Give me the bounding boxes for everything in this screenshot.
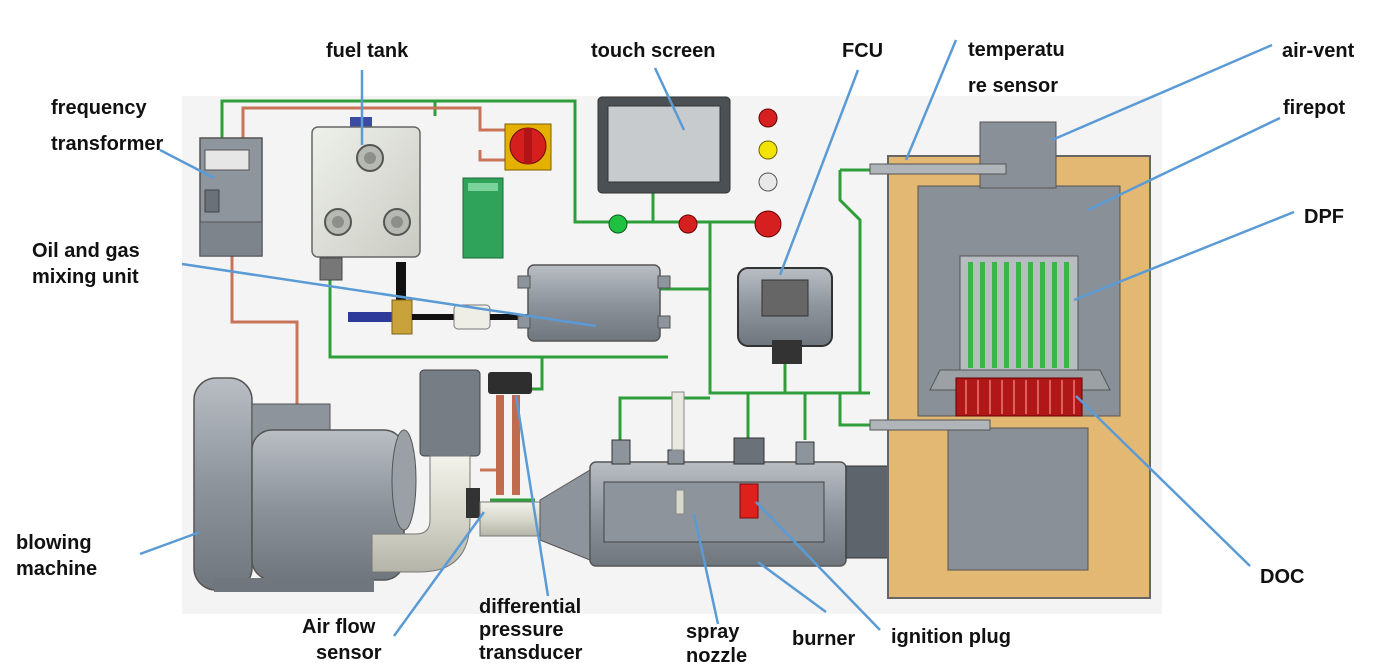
leader-air-flow-sensor [392,511,486,637]
leader-air-vent [1051,43,1273,142]
leader-doc [1075,395,1251,567]
leader-ignition-plug [755,501,881,631]
leader-blowing-machine [139,530,201,556]
label-oil-gas-mixing-unit: Oil and gas mixing unit [32,240,140,288]
label-differential-pressure-transducer: differential pressure transducer [479,596,583,664]
blowing-machine [193,377,417,592]
leader-differential-pressure-transducer [514,395,550,597]
leader-oil-gas-mixing-unit [181,262,597,328]
fuel-valve-assembly [348,262,530,335]
touch-screen [597,96,731,194]
label-touch-screen: touch screen [591,40,716,62]
label-ignition-plug: ignition plug [891,626,1011,648]
label-spray-nozzle: spray nozzle [686,621,748,667]
label-air-flow-sensor: Air flow sensor [302,616,382,664]
label-doc: DOC [1260,566,1305,588]
label-dpf: DPF [1304,206,1344,228]
indicator-lights [608,108,782,238]
leader-burner [757,560,827,614]
leader-touch-screen [653,67,686,131]
label-fcu: FCU [842,40,884,62]
leader-frequency-transformer [159,148,215,180]
label-burner: burner [792,628,856,650]
leader-fcu [778,69,860,276]
label-temperature-sensor: temperatu re sensor [968,39,1065,97]
leader-firepot [1087,116,1281,212]
fcu-unit [737,267,833,364]
power-supply-module [462,177,504,259]
leader-lines [139,39,1295,637]
fuel-tank [311,117,421,281]
frequency-transformer [199,137,263,257]
label-firepot: firepot [1283,97,1346,119]
label-air-vent: air-vent [1282,40,1355,62]
label-blowing-machine: blowing machine [16,532,98,580]
label-frequency-transformer: frequency transformer [51,97,164,155]
oil-gas-mixing-unit [517,264,671,342]
leader-temperature-sensor [904,39,958,161]
green-wiring [220,99,870,502]
red-switch [504,123,552,171]
air-duct [371,369,541,573]
differential-pressure-transducer [488,372,532,495]
label-fuel-tank: fuel tank [326,40,409,62]
dpf-green-elements [968,262,1069,368]
doc-catalyst [955,377,1083,417]
leader-spray-nozzle [692,513,720,625]
leader-dpf [1073,210,1295,302]
